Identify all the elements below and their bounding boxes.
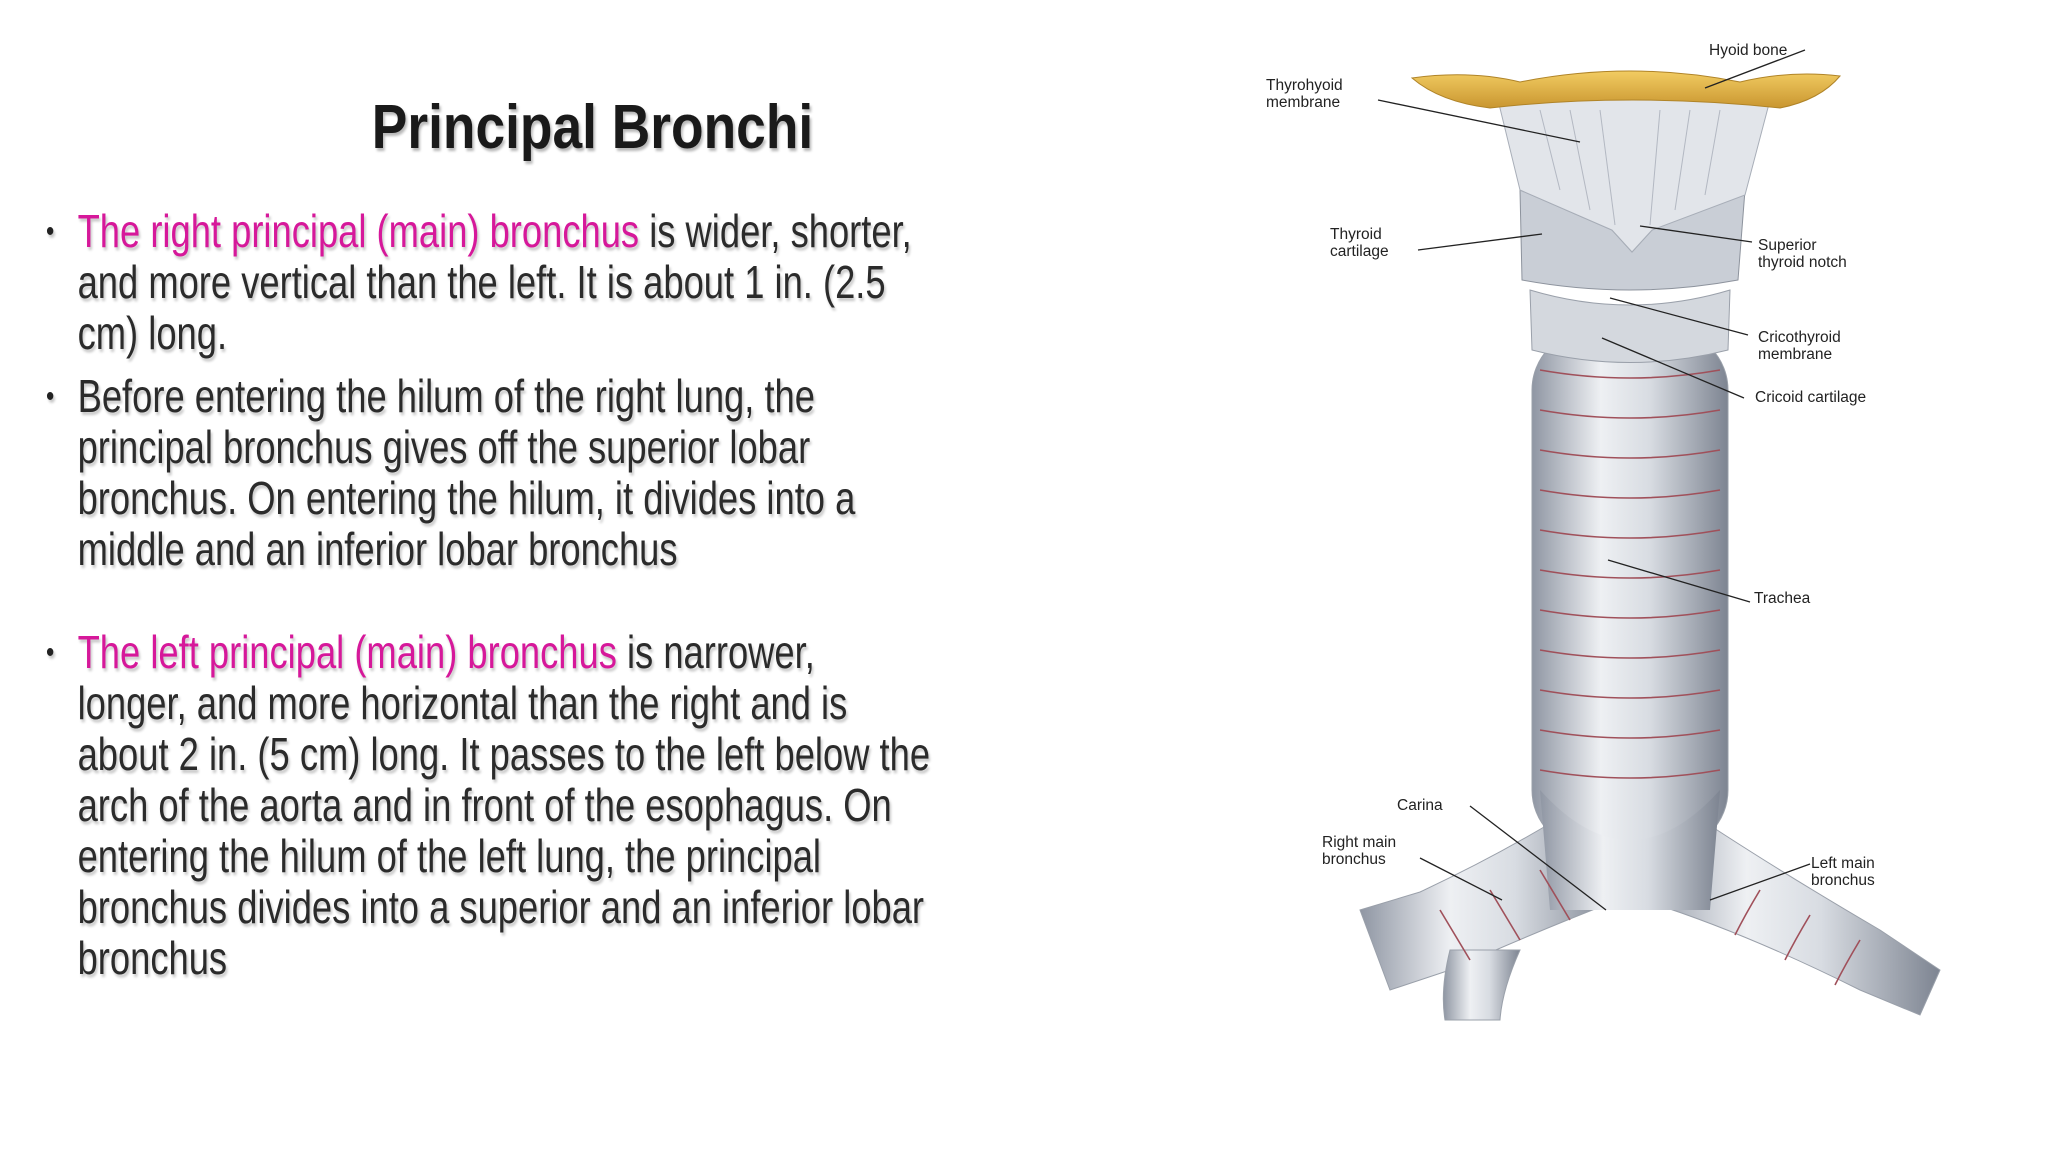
label-superior-thyroid-notch: Superior thyroid notch: [1758, 237, 1847, 271]
bullet-highlight: The right principal (main) bronchus: [77, 205, 640, 257]
bullet-text: Before entering the hilum of the right l…: [77, 370, 856, 575]
bullet-list: • The right principal (main) bronchus is…: [46, 206, 1166, 984]
bullet-right-bronchus: • The right principal (main) bronchus is…: [46, 206, 931, 359]
slide-title: Principal Bronchi: [371, 93, 814, 162]
hyoid-bone-shape: [1410, 70, 1841, 109]
label-left-main-bronchus: Left main bronchus: [1811, 855, 1875, 889]
carina-shape: [1540, 790, 1720, 910]
trachea-shape: [1531, 329, 1729, 851]
label-trachea: Trachea: [1754, 590, 1811, 607]
bullet-dot-icon: •: [46, 215, 55, 248]
label-cricothyroid-membrane: Cricothyroid membrane: [1758, 329, 1841, 363]
trachea-diagram: Hyoid bone Thyrohyoid membrane Thyroid c…: [1240, 30, 2030, 1030]
trachea-illustration: [1359, 49, 1941, 1021]
label-hyoid-bone: Hyoid bone: [1709, 42, 1788, 59]
bullet-highlight: The left principal (main) bronchus: [77, 626, 617, 678]
label-right-main-bronchus: Right main bronchus: [1322, 834, 1397, 868]
label-cricoid-cartilage: Cricoid cartilage: [1755, 389, 1867, 406]
bullet-dot-icon: •: [46, 636, 55, 669]
left-bronchus-shape: [1641, 799, 1941, 1016]
label-carina: Carina: [1397, 797, 1443, 814]
thyrohyoid-membrane-shape: [1497, 99, 1771, 253]
bullet-text: is narrower, longer, and more horizontal…: [77, 626, 931, 984]
bullet-right-hilum: • Before entering the hilum of the right…: [46, 371, 931, 575]
bullet-left-bronchus: • The left principal (main) bronchus is …: [46, 627, 931, 984]
label-thyroid-cartilage: Thyroid cartilage: [1330, 226, 1389, 260]
bullet-text: is wider, shorter, and more vertical tha…: [77, 205, 912, 359]
right-lower-branch: [1442, 949, 1521, 1021]
bullet-dot-icon: •: [46, 380, 55, 413]
label-thyrohyoid-membrane: Thyrohyoid membrane: [1266, 77, 1343, 111]
cricoid-cartilage-shape: [1529, 289, 1731, 363]
